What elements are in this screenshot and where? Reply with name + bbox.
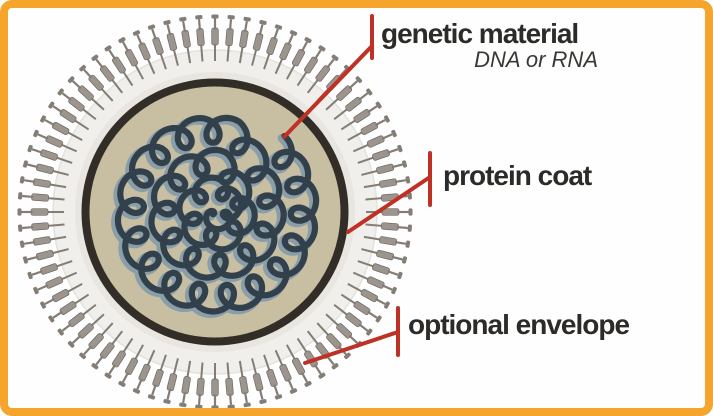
- spike-icon: [333, 88, 373, 121]
- spike-icon: [27, 144, 73, 164]
- callout-lines: [282, 14, 432, 365]
- spike-icon: [163, 19, 179, 66]
- spike-icon: [357, 144, 403, 164]
- spike-icon: [48, 101, 90, 131]
- spike-icon: [132, 30, 156, 75]
- spike-icon: [325, 76, 363, 111]
- spike-icon: [263, 354, 283, 400]
- spike-icon: [225, 14, 235, 62]
- spike-icon: [251, 358, 267, 405]
- spike-icon: [22, 160, 69, 176]
- spike-icon: [147, 354, 167, 400]
- spike-icon: [285, 344, 312, 387]
- spike-icon: [347, 282, 390, 309]
- spike-icon: [285, 37, 312, 80]
- spike-icon: [195, 14, 205, 62]
- spike-icon: [40, 115, 83, 142]
- spike-icon: [147, 24, 167, 70]
- spike-icon: [57, 88, 97, 121]
- genetic-material-pointer-line: [282, 44, 374, 139]
- spike-icon: [57, 303, 97, 336]
- spike-icon: [363, 235, 411, 248]
- spike-icon: [306, 54, 339, 94]
- spike-icon: [17, 208, 64, 216]
- spike-icon: [179, 16, 192, 64]
- protein-coat-pointer-line: [346, 175, 432, 234]
- spike-icon: [40, 282, 83, 309]
- genetic-material-label: genetic material: [381, 18, 579, 49]
- dna-or-rna-sublabel: DNA or RNA: [474, 47, 598, 72]
- spike-icon: [19, 235, 67, 248]
- spike-icon: [91, 54, 124, 94]
- spike-icon: [325, 313, 363, 348]
- spike-icon: [352, 129, 397, 153]
- spike-icon: [104, 337, 134, 379]
- spike-icon: [333, 303, 373, 336]
- spike-icon: [79, 322, 114, 360]
- spike-icon: [340, 101, 382, 131]
- optional-envelope-pointer-line: [303, 330, 400, 365]
- spike-icon: [211, 363, 219, 410]
- spike-icon: [33, 271, 78, 295]
- spike-icon: [347, 115, 390, 142]
- spike-icon: [132, 349, 156, 394]
- spike-icon: [19, 176, 67, 189]
- spike-icon: [179, 360, 192, 408]
- spike-icon: [357, 260, 403, 280]
- spike-icon: [67, 76, 105, 111]
- spike-icon: [104, 45, 134, 87]
- spike-icon: [17, 222, 65, 232]
- genetic-material-coil: [111, 114, 320, 319]
- spike-icon: [118, 37, 145, 80]
- spike-icon: [238, 360, 251, 408]
- spike-icon: [79, 64, 114, 102]
- spike-icon: [274, 349, 298, 394]
- spike-icon: [365, 222, 413, 232]
- spike-icon: [238, 16, 251, 64]
- spike-icon: [91, 330, 124, 370]
- spike-icon: [251, 19, 267, 66]
- spike-icon: [67, 313, 105, 348]
- spike-icon: [296, 45, 326, 87]
- spike-icon: [263, 24, 283, 70]
- spike-icon: [33, 129, 78, 153]
- optional-envelope-label: optional envelope: [408, 309, 630, 340]
- spike-icon: [306, 330, 339, 370]
- spike-icon: [274, 30, 298, 75]
- spike-icon: [361, 248, 408, 264]
- spike-icon: [163, 358, 179, 405]
- spike-icon: [352, 271, 397, 295]
- spike-icon: [361, 160, 408, 176]
- spike-icon: [48, 293, 90, 323]
- spike-icon: [17, 192, 65, 202]
- spike-icon: [195, 362, 205, 410]
- spike-icon: [363, 176, 411, 189]
- spike-icon: [225, 362, 235, 410]
- spike-icon: [211, 14, 219, 61]
- spike-icon: [340, 293, 382, 323]
- spike-icon: [22, 248, 69, 264]
- protein-coat-label: protein coat: [443, 160, 592, 191]
- spike-icon: [27, 260, 73, 280]
- spike-icon: [118, 344, 145, 387]
